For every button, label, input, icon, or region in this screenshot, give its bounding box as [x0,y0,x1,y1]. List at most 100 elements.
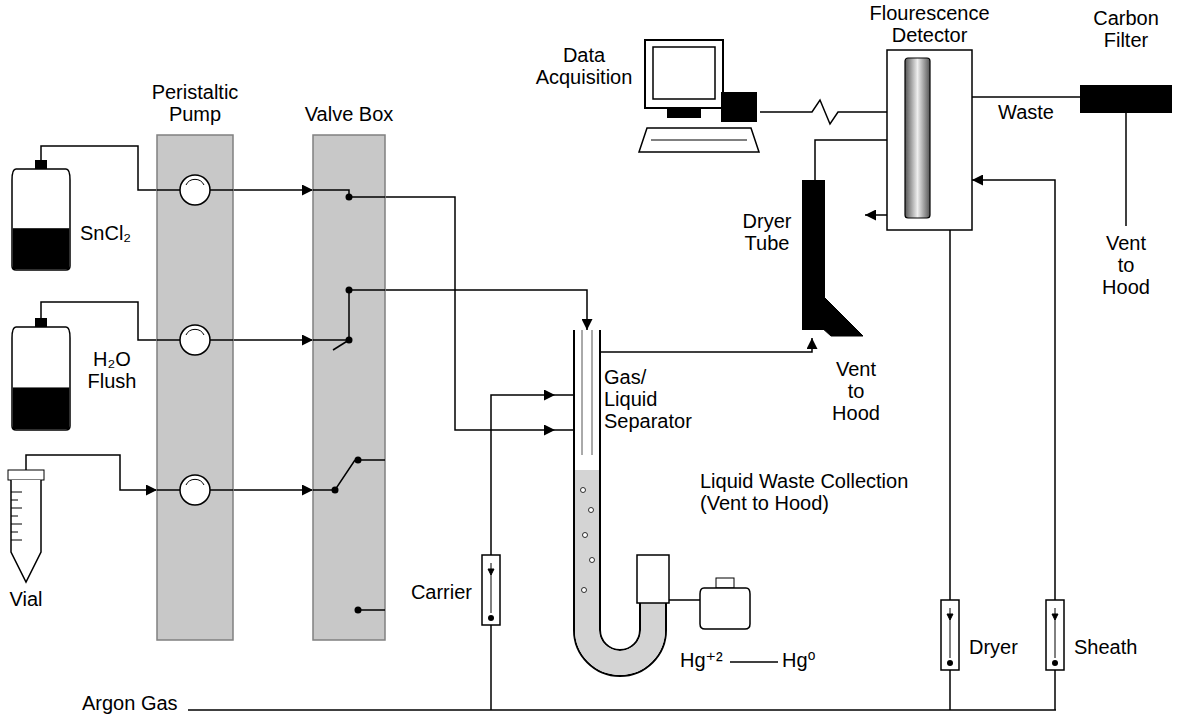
bottle-body [12,327,70,430]
gas-liquid-separator: Gas/ Liquid Separator [555,330,695,717]
dryer-vent [802,298,863,336]
flowmeter-drawing [941,600,959,670]
flow-line [815,140,887,180]
flowmeter-drawing [482,555,500,625]
annotation-label: Hg⁰ [782,649,816,671]
keyboard [639,128,759,152]
flow-line [233,189,313,191]
flowmeter-body [1046,600,1064,670]
valve-path [358,609,385,611]
fluorescence-detector-drawing [887,50,972,230]
flow-line [385,290,587,330]
fluorescence-detector: Flourescence Detector [887,50,972,230]
bottle-cap [35,318,47,327]
keyboard-row [651,140,747,141]
label-holder: Hg⁰ [782,649,816,671]
component-label: Carbon Filter [1081,7,1171,51]
waste-bottle-body [700,588,750,629]
valve-knob [1052,660,1058,666]
graduation-mark [11,540,22,541]
valve-panel [313,135,385,640]
bottle-liquid [13,387,70,429]
annotation-label: Hg⁺² [680,649,723,671]
label-holder: Argon Gas [82,692,178,714]
label-holder: Vent to Hood [1096,232,1156,298]
flow-line [26,455,157,490]
overflow-cup [637,555,669,603]
line-label: Waste [998,101,1054,123]
graduation-mark [11,508,22,509]
inner-tube [582,330,592,455]
flow-line [695,338,812,352]
flow-line [233,339,313,341]
reagent-bottle: SnCl₂ [12,160,70,270]
gas-bubble [581,488,586,493]
label-holder: Vent to Hood [825,358,887,424]
reduction-line [730,661,778,663]
peristaltic-pump: Peristaltic Pump [157,135,233,640]
bottle-neck [716,578,734,588]
gas-bubble [589,508,594,513]
component-label: Liquid Waste Collection (Vent to Hood) [700,470,930,514]
component-label: Vial [10,588,43,610]
graduation-mark [11,532,18,533]
flowmeter-body [482,555,500,625]
bottle-liquid [13,228,70,269]
valve-path [313,290,385,340]
component-label: Dryer [969,636,1018,658]
valve-box: Valve Box [313,135,385,640]
flush-bottle: H₂O Flush [12,318,70,430]
tube-line [157,339,180,341]
component-label: H₂O Flush [80,348,144,392]
component-label: Valve Box [299,103,399,125]
screen [653,47,715,99]
vent-line [1125,113,1127,226]
bottle-cap [35,160,47,169]
tube-line [210,189,233,191]
component-label: Flourescence Detector [855,2,1005,46]
component-label: Gas/ Liquid Separator [604,366,694,432]
pump-head [180,325,210,355]
component-label: Sheath [1074,636,1137,658]
annotation-label: Vent to Hood [1096,232,1156,298]
component-label: Peristaltic Pump [135,81,255,125]
graduation-mark [11,500,18,501]
rotor-mark [186,179,204,185]
tube-line [210,489,233,491]
flush-bottle-drawing [12,318,70,430]
flowmeter: Sheath [1046,600,1064,670]
carbon-cartridge [1080,85,1172,113]
detector-housing [887,50,972,230]
pump-panel [157,135,233,640]
component-label: Data Acquisition [535,44,633,88]
label-holder: Waste [998,101,1054,123]
rotor-mark [186,329,204,335]
flow-line [972,180,1055,600]
flow-line [233,489,313,491]
flowmeter: Dryer [941,600,959,670]
valve-knob [947,660,953,666]
float [488,569,494,575]
tube-line [157,189,180,191]
computer-unit [721,92,757,122]
gas-bubble [582,588,587,593]
float [947,614,953,620]
valve-path [358,459,385,461]
argon-branch [490,625,492,710]
vial-cap [8,470,44,480]
gas-bubble [590,558,595,563]
detector-cell [905,58,930,218]
argon-line [188,709,1056,711]
flowmeter-drawing [1046,600,1064,670]
inlet-tube [555,395,574,430]
flow-line [760,100,887,124]
graduation-mark [11,516,18,517]
annotation-label: Argon Gas [82,692,178,714]
bottle-body [12,169,70,270]
pump-head [180,175,210,205]
annotation-label: Vent to Hood [825,358,887,424]
pump-head [180,475,210,505]
flow-line [491,395,555,555]
valve-switch [313,460,355,490]
